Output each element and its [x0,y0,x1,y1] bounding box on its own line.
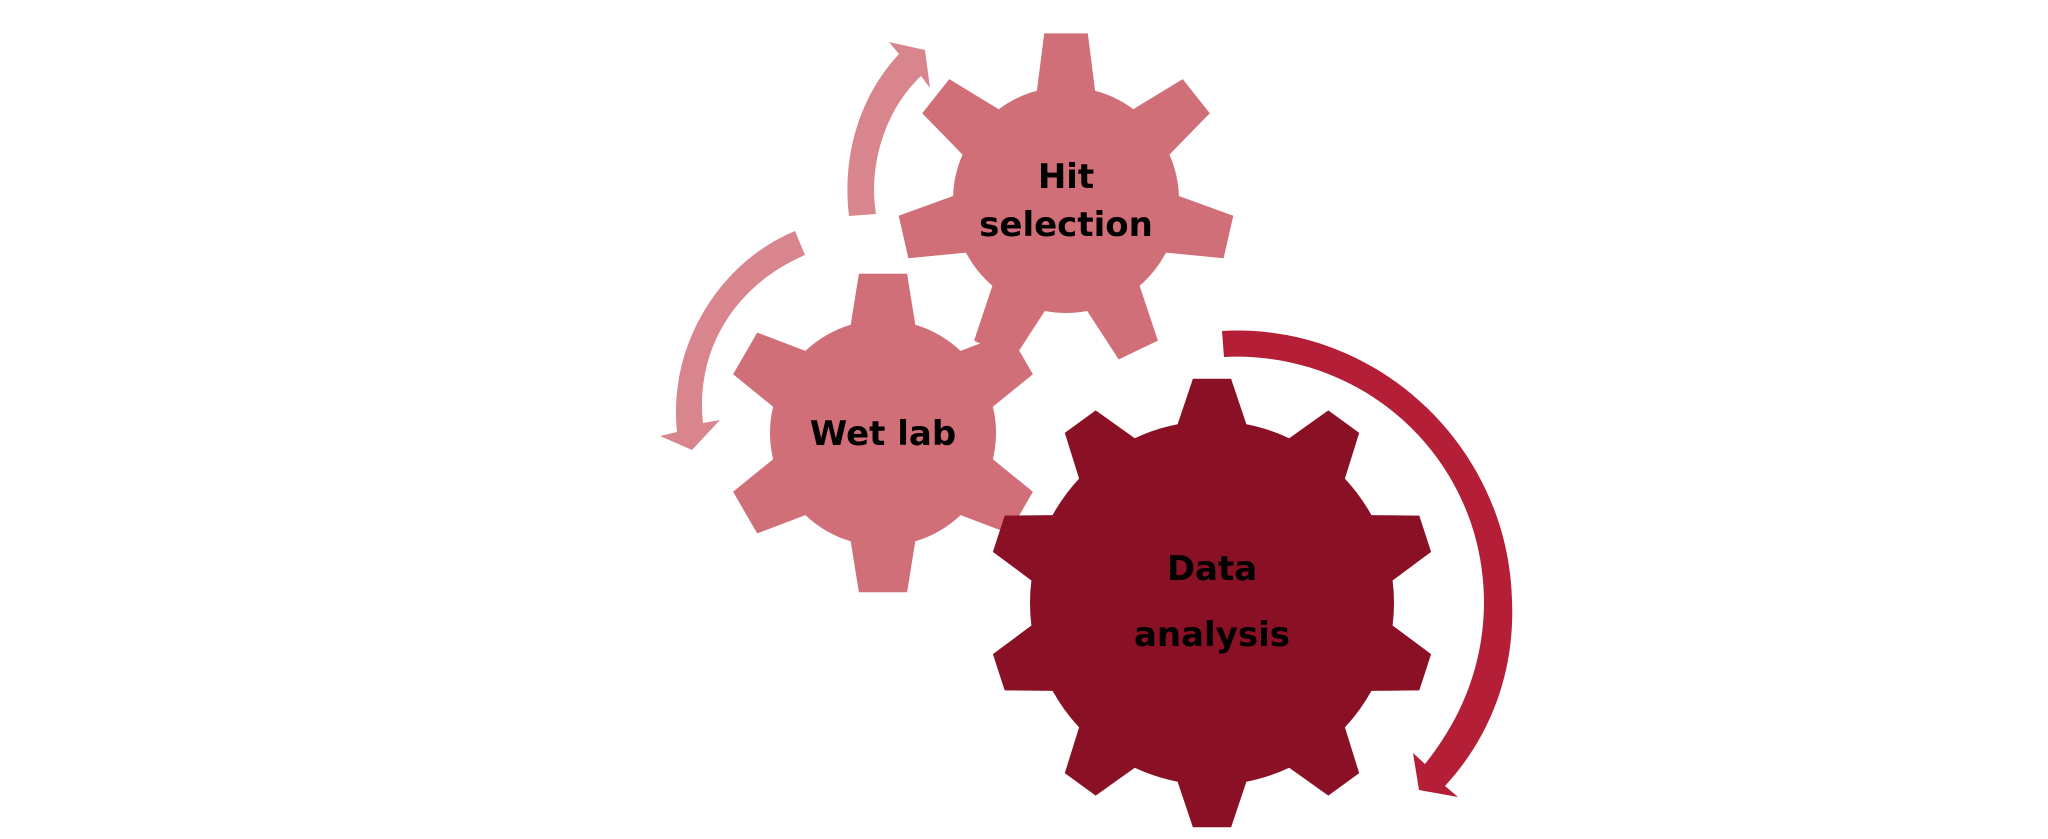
gear-label-hit-selection-line-2: selection [979,205,1153,245]
gear-label-wet-lab: Wet lab [810,414,956,454]
cycle-arrow-to-hit-selection [847,42,930,216]
cycle-arrow-to-wet-lab [660,231,805,450]
gear-hit-selection [898,33,1234,360]
gear-label-data-analysis-line-2: analysis [1134,615,1290,655]
gear-label-hit-selection-line-1: Hit [1038,157,1094,197]
gear-data-analysis [992,378,1432,828]
gear-label-data-analysis-line-1: Data [1167,549,1257,589]
cycle-arrow-to-data-analysis [1222,330,1513,797]
gear-wet-lab [733,273,1033,593]
